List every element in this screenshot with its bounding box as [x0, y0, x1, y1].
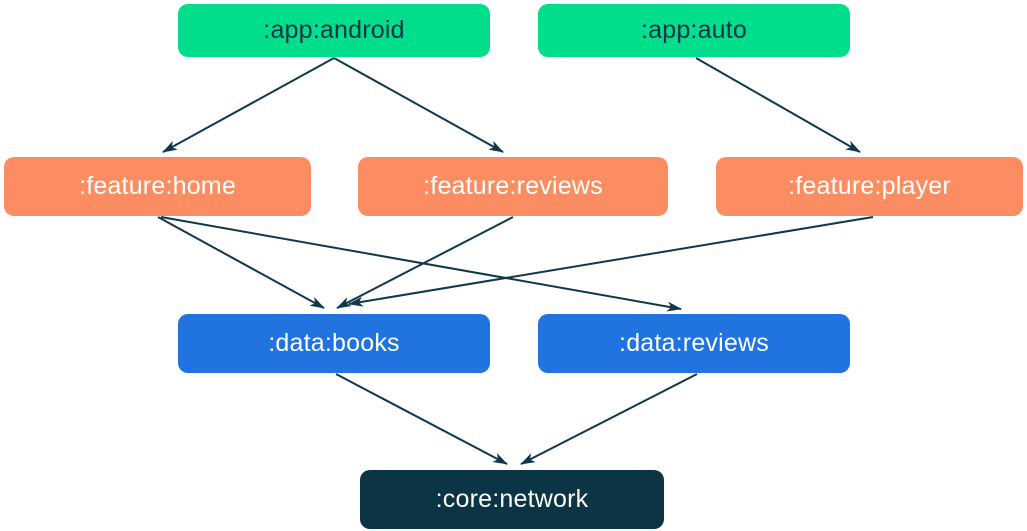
node-label: :feature:reviews: [423, 172, 603, 200]
edge-feature-player-to-data-books: [348, 216, 874, 307]
node-app-auto: :app:auto: [538, 4, 850, 57]
node-label: :data:reviews: [619, 329, 769, 357]
edge-data-reviews-to-core-network: [520, 373, 698, 465]
node-label: :feature:player: [788, 172, 951, 200]
node-label: :core:network: [435, 485, 589, 513]
node-label: :app:auto: [640, 16, 748, 44]
node-feature-reviews: :feature:reviews: [358, 157, 668, 216]
edge-feature-home-to-data-books: [157, 216, 325, 309]
node-data-books: :data:books: [178, 314, 490, 373]
node-app-android: :app:android: [178, 4, 490, 57]
edge-app-auto-to-feature-player: [695, 57, 861, 153]
edge-app-android-to-feature-home: [162, 57, 335, 153]
edge-feature-reviews-to-data-books: [336, 216, 514, 309]
node-feature-home: :feature:home: [4, 157, 311, 216]
edge-feature-home-to-data-reviews: [160, 216, 682, 312]
edge-data-books-to-core-network: [335, 373, 508, 465]
node-label: :app:android: [263, 16, 405, 44]
node-core-network: :core:network: [360, 470, 664, 529]
node-label: :feature:home: [79, 172, 236, 200]
node-label: :data:books: [268, 329, 400, 357]
edge-app-android-to-feature-reviews: [333, 57, 504, 153]
node-data-reviews: :data:reviews: [538, 314, 850, 373]
node-feature-player: :feature:player: [716, 157, 1023, 216]
